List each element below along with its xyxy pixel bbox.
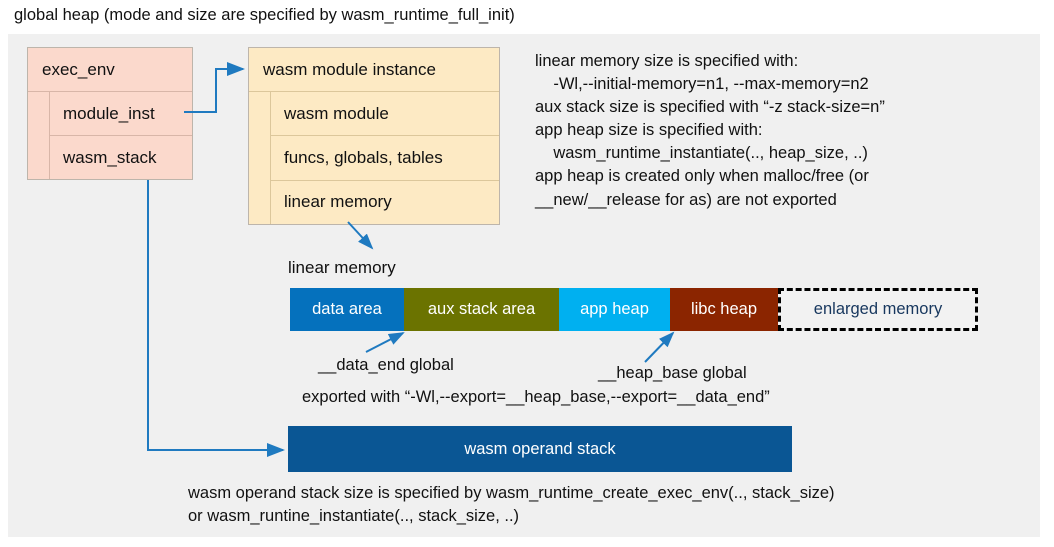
memory-segment: aux stack area — [404, 288, 559, 331]
wasm-operand-stack-box: wasm operand stack — [288, 426, 792, 472]
exec-env-row-wasm-stack: wasm_stack — [63, 147, 157, 167]
memory-segment: data area — [290, 288, 404, 331]
memory-segment: libc heap — [670, 288, 778, 331]
linear-memory-label: linear memory — [288, 258, 396, 277]
module-instance-row-wasm-module: wasm module — [271, 92, 499, 137]
wasm-module-instance-box: wasm module instance wasm module funcs, … — [248, 47, 500, 225]
memory-segment: enlarged memory — [778, 288, 978, 331]
linear-memory-notes: linear memory size is specified with: -W… — [535, 52, 885, 209]
module-instance-row-linear-memory: linear memory — [284, 192, 392, 212]
exec-env-indent — [28, 92, 50, 179]
heap-base-global-label: __heap_base global — [598, 364, 747, 382]
module-instance-row-funcs-globals-tables: funcs, globals, tables — [271, 136, 499, 181]
page-title: global heap (mode and size are specified… — [14, 6, 515, 24]
exec-env-box: exec_env module_inst wasm_stack — [27, 47, 193, 180]
export-note-label: exported with “-Wl,--export=__heap_base,… — [302, 388, 770, 406]
module-instance-rows: wasm module funcs, globals, tables linea… — [271, 92, 499, 224]
exec-env-rows: module_inst wasm_stack — [50, 92, 192, 179]
operand-stack-note: wasm operand stack size is specified by … — [188, 484, 835, 526]
exec-env-body: module_inst wasm_stack — [28, 92, 192, 179]
module-instance-indent — [249, 92, 271, 224]
module-instance-body: wasm module funcs, globals, tables linea… — [249, 92, 499, 224]
module-instance-header: wasm module instance — [249, 48, 499, 92]
exec-env-row-module-inst: module_inst — [50, 92, 192, 136]
data-end-global-label: __data_end global — [318, 356, 454, 374]
exec-env-header: exec_env — [28, 48, 192, 92]
memory-segment: app heap — [559, 288, 670, 331]
